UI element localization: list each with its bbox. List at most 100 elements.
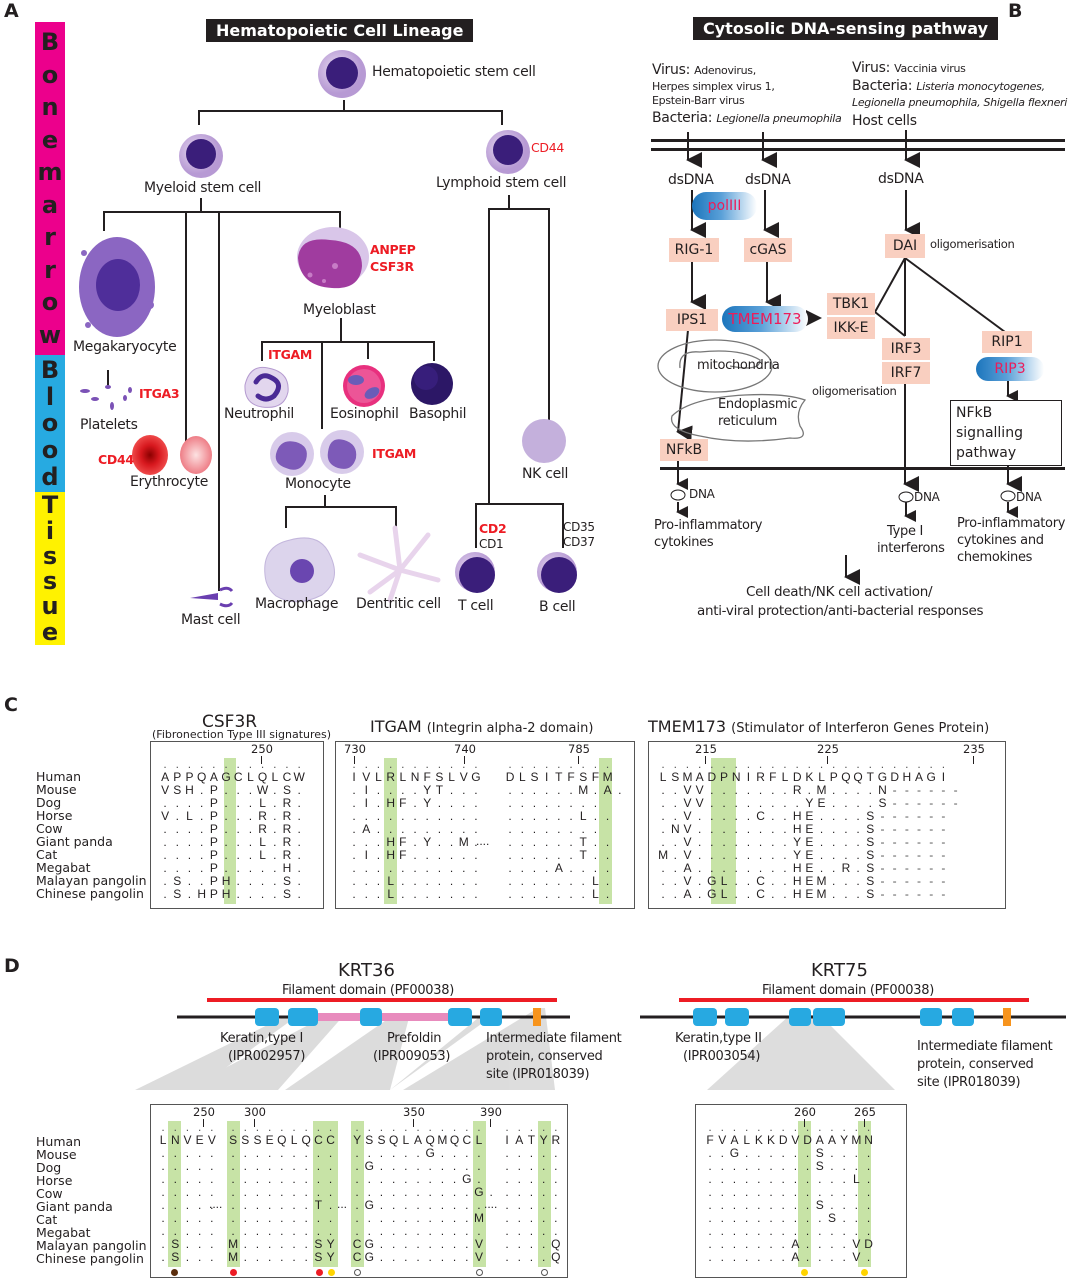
macrophage-icon: [264, 537, 335, 603]
alignment-row: ....A....: [508, 861, 610, 875]
alignment-row: ........: [508, 796, 598, 810]
site-marker-dot: [541, 1269, 548, 1276]
species-label: Cat: [36, 1212, 58, 1227]
krt36-domain-bar: [207, 998, 557, 1002]
basophil-icon: [411, 363, 453, 405]
conserved-column-highlight: [227, 1121, 240, 1267]
sidebar-letter: s: [42, 567, 58, 596]
sequence-gap: ....: [484, 1197, 498, 1211]
source-left-virus-2: Herpes simplex virus 1,: [652, 80, 775, 93]
keratin-domain-block: [920, 1008, 942, 1026]
tree-line: [261, 341, 263, 361]
label-dna-2: DNA: [914, 490, 940, 504]
label-er-2: reticulum: [718, 414, 777, 429]
label-eosinophil: Eosinophil: [330, 406, 399, 422]
alignment-row: .....: [505, 1172, 558, 1186]
sidebar-letter: T: [41, 491, 59, 520]
species-label: Cow: [36, 1186, 63, 1201]
site-marker-dot: [476, 1269, 483, 1276]
alignment-title-tmem173: TMEM173 (Stimulator of Interferon Genes …: [648, 717, 990, 736]
alignment-row: .........: [231, 1172, 333, 1186]
node-irf3: IRF3: [882, 338, 930, 360]
sidebar-letter: e: [41, 617, 59, 646]
alignment-row: ......L..: [508, 809, 610, 823]
alignment-row: .....: [161, 1146, 214, 1160]
mitochondria-shape: [657, 339, 773, 393]
species-label: Chinese pangolin: [36, 1251, 144, 1266]
megakaryocyte-icon: [79, 237, 155, 337]
node-nfkb-pathway: NFkB signalling pathway: [950, 400, 1062, 466]
alignment-title-csf3r: CSF3R: [202, 712, 258, 732]
platelets-icon: [80, 385, 132, 410]
tree-line: [475, 503, 563, 505]
output-right-2: cytokines and: [957, 533, 1044, 548]
tick-row: ...........: [355, 1120, 481, 1134]
site-marker-dot: [354, 1269, 361, 1276]
label-dna-1: DNA: [689, 487, 715, 501]
position-tick-mark: [973, 756, 974, 764]
tree-line: [475, 503, 477, 548]
alignment-row: .........: [231, 1185, 333, 1199]
t-cell-icon: [455, 552, 495, 593]
label-er-1: Endoplasmic: [718, 397, 798, 412]
position-tick-label: 390: [480, 1105, 502, 1119]
species-label: Giant panda: [36, 834, 113, 849]
tick-row: ............: [163, 757, 301, 771]
node-rip3: RIP3: [976, 357, 1044, 381]
krt36-prefoldin-bar: [310, 1013, 468, 1021]
output-right-3: chemokines: [957, 550, 1033, 565]
marker-neutrophil: ITGAM: [268, 347, 313, 362]
label-mast-cell: Mast cell: [181, 612, 241, 628]
position-tick-mark: [578, 756, 579, 764]
myeloblast-icon: [297, 227, 369, 289]
output-mid-1: Type I: [887, 524, 924, 539]
label-macrophage: Macrophage: [255, 596, 339, 612]
node-dsdna-2: dsDNA: [745, 172, 791, 188]
alignment-row: ...........: [355, 1224, 481, 1238]
virus-label: Virus:: [652, 62, 690, 78]
source-right-bacteria-2: Legionella pneumophila, Shigella flexner…: [852, 96, 1068, 109]
sidebar-letter: B: [40, 28, 60, 57]
tree-line: [103, 211, 341, 213]
alignment-row: .......L.: [508, 887, 610, 901]
marker-tcell-cd1: CD1: [479, 537, 504, 551]
b-cell-icon: [537, 552, 577, 593]
source-left-virus: Virus: Adenovirus,: [652, 62, 756, 78]
species-label: Megabat: [36, 860, 91, 875]
marker-tcell-cd2: CD2: [479, 521, 507, 536]
tree-line: [200, 198, 202, 212]
tree-line: [548, 208, 550, 420]
output-left-1: Pro-inflammatory: [654, 518, 763, 533]
sequence-gap: ...: [337, 1197, 348, 1211]
monocyte-icon: [270, 430, 364, 476]
tree-line: [343, 100, 345, 112]
tree-line: [324, 495, 326, 507]
label-t-cell: T cell: [458, 598, 494, 614]
node-cgas: cGAS: [744, 238, 792, 262]
label-oligomerisation-1: oligomerisation: [930, 237, 1015, 251]
anno-keratin-ii-id: (IPR003054): [683, 1049, 761, 1064]
gene-title-krt75: KRT75: [811, 960, 868, 981]
tick-row: .....: [161, 1120, 214, 1134]
label-mitochondria: mitochondria: [697, 358, 780, 373]
label-myeloid: Myeloid stem cell: [144, 180, 262, 196]
label-basophil: Basophil: [409, 406, 467, 422]
sidebar-letter: d: [41, 463, 59, 492]
alignment-subtitle-csf3r: (Fibronection Type III signatures): [152, 728, 332, 741]
dendritic-cell-icon: [357, 525, 441, 603]
source-host-cells: Host cells: [852, 113, 917, 129]
alignment-row: .........: [231, 1159, 333, 1173]
